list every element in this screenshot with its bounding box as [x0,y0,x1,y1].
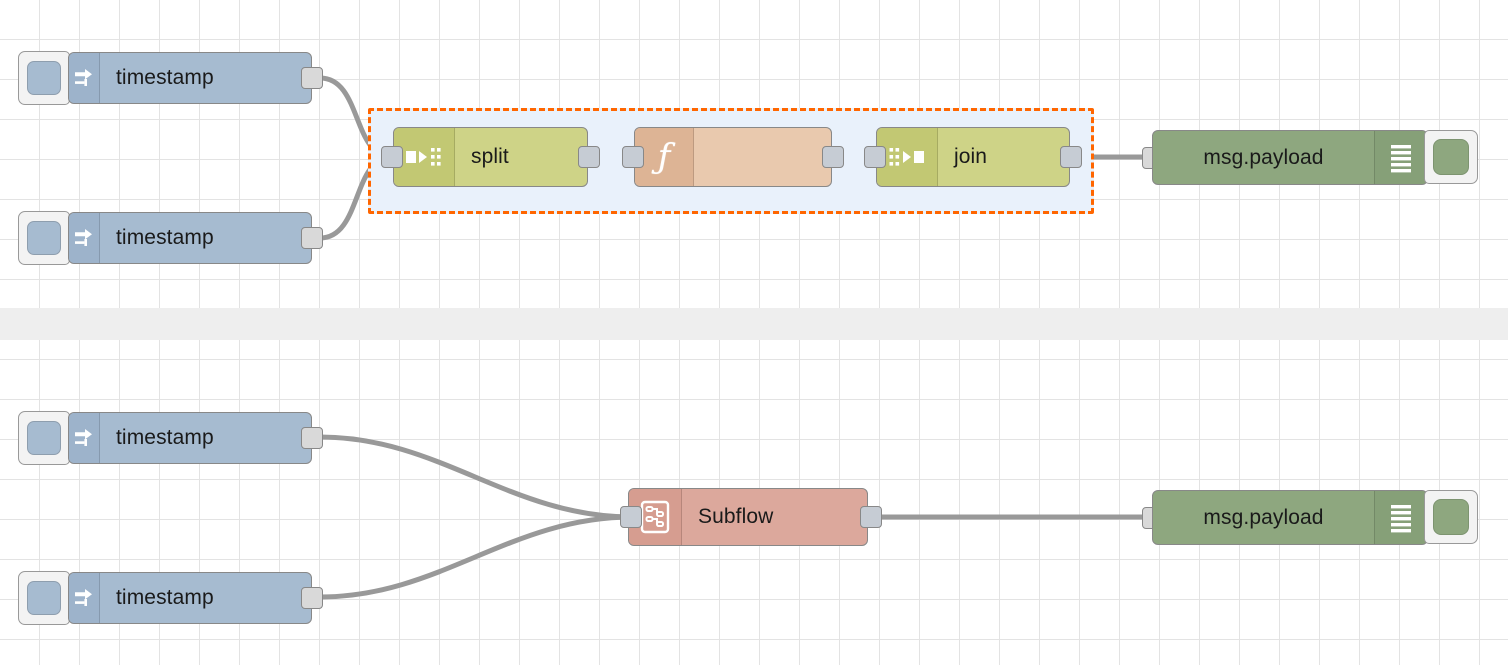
node-inject-1[interactable]: timestamp [68,52,312,104]
node-function-label [694,128,831,186]
inject-button-pad-icon [27,61,61,95]
node-inject-3-label: timestamp [116,426,214,449]
node-inject-3[interactable]: timestamp [68,412,312,464]
wire-inject4-subflow [317,514,635,600]
port-out-inject-1[interactable] [301,67,323,89]
flow-separator [0,308,1508,340]
node-split-label: split [471,145,509,168]
debug-status-pad-icon [1433,499,1469,535]
port-in-join[interactable] [864,146,886,168]
arrow-right-icon [69,573,100,623]
port-out-subflow[interactable] [860,506,882,528]
port-out-join[interactable] [1060,146,1082,168]
wire-inject3-subflow [317,434,635,520]
node-debug-1[interactable]: msg.payload [1152,130,1428,185]
port-in-subflow[interactable] [620,506,642,528]
node-debug-1-label: msg.payload [1203,145,1324,169]
node-inject-4[interactable]: timestamp [68,572,312,624]
inject-button-4[interactable] [18,571,70,625]
inject-button-pad-icon [27,581,61,615]
node-function[interactable]: ƒ [634,127,832,187]
node-subflow-label: Subflow [698,505,774,528]
node-inject-4-label: timestamp [116,586,214,609]
function-f-icon: ƒ [635,128,694,186]
port-out-inject-3[interactable] [301,427,323,449]
port-out-split[interactable] [578,146,600,168]
node-split[interactable]: split [393,127,588,187]
debug-status-pad-icon [1433,139,1469,175]
inject-button-pad-icon [27,221,61,255]
port-in-split[interactable] [381,146,403,168]
node-inject-1-label: timestamp [116,66,214,89]
inject-button-pad-icon [27,421,61,455]
inject-button-2[interactable] [18,211,70,265]
debug-lines-icon [1374,131,1427,184]
port-out-inject-4[interactable] [301,587,323,609]
node-inject-2-label: timestamp [116,226,214,249]
arrow-right-icon [69,213,100,263]
debug-lines-icon [1374,491,1427,544]
node-debug-2-label: msg.payload [1203,505,1324,529]
arrow-right-icon [69,413,100,463]
inject-button-1[interactable] [18,51,70,105]
node-inject-2[interactable]: timestamp [68,212,312,264]
node-join[interactable]: join [876,127,1070,187]
arrow-right-icon [69,53,100,103]
inject-button-3[interactable] [18,411,70,465]
debug-status-button-1[interactable] [1424,130,1478,184]
join-icon [877,128,938,186]
node-debug-2[interactable]: msg.payload [1152,490,1428,545]
debug-status-button-2[interactable] [1424,490,1478,544]
port-out-function[interactable] [822,146,844,168]
split-icon [394,128,455,186]
function-f-glyph: ƒ [657,137,671,177]
node-join-label: join [954,145,988,168]
port-in-function[interactable] [622,146,644,168]
node-subflow[interactable]: Subflow [628,488,868,546]
port-out-inject-2[interactable] [301,227,323,249]
